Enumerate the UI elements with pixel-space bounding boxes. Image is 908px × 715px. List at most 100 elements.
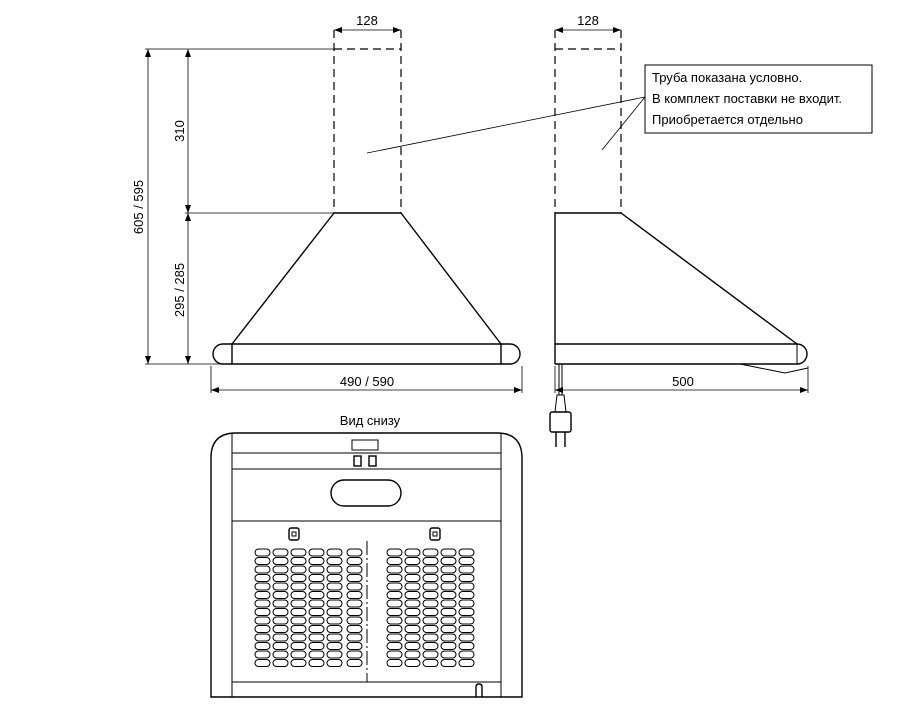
bottom-view: Вид снизу: [210, 413, 523, 698]
grille-slot: [422, 591, 439, 599]
grille-slot: [346, 565, 363, 574]
power-plug: [549, 364, 572, 447]
grille-slot: [404, 591, 421, 599]
grille-slot: [254, 633, 271, 642]
grille-slot: [272, 659, 289, 667]
grille-slot: [386, 574, 403, 582]
grille-slot: [404, 608, 421, 616]
grille-slot: [404, 650, 421, 659]
grille-slot: [440, 591, 457, 599]
grille-slot: [308, 565, 325, 574]
latch-right-body: [429, 527, 441, 541]
grille-slot: [346, 548, 363, 557]
grille-slot: [254, 548, 271, 557]
grille-slot: [404, 599, 421, 608]
grille-slot: [272, 650, 289, 659]
note-line-3: Приобретается отдельно: [652, 112, 803, 127]
grille-slot: [308, 650, 325, 659]
grille-slot: [422, 582, 439, 591]
grille-slot: [386, 659, 403, 667]
bottom-outline: [210, 432, 523, 698]
grille-slot: [422, 633, 439, 642]
grille-slot: [440, 565, 457, 574]
grille-slot: [290, 659, 307, 667]
grille-slot: [404, 565, 421, 574]
grille-slot: [422, 599, 439, 608]
grille-slot: [458, 659, 475, 667]
grille-slot: [346, 642, 363, 650]
plug-body: [549, 411, 572, 433]
grille-slot: [254, 591, 271, 599]
grille-slot: [440, 633, 457, 642]
grille-slot: [308, 608, 325, 616]
dim-body-height-label: 295 / 285: [172, 263, 187, 317]
grille-slot: [326, 591, 343, 599]
grille-slot: [346, 591, 363, 599]
grille-slot: [254, 650, 271, 659]
plug-neck: [554, 394, 567, 413]
grille-slot: [308, 582, 325, 591]
grille-slot: [440, 557, 457, 565]
grille-slot: [440, 548, 457, 557]
grille-slot: [386, 608, 403, 616]
grille-slot: [254, 565, 271, 574]
grille-slot: [290, 582, 307, 591]
grille-slot: [422, 642, 439, 650]
grille-slot: [254, 582, 271, 591]
grille-slot: [326, 616, 343, 625]
grille-slot: [326, 625, 343, 633]
grille-slot: [254, 557, 271, 565]
grille-slot: [290, 625, 307, 633]
grille-slot: [326, 642, 343, 650]
grille-slot: [458, 633, 475, 642]
grille-slot: [440, 608, 457, 616]
grille-slot: [458, 591, 475, 599]
grille-slot: [272, 633, 289, 642]
grille-slot: [272, 608, 289, 616]
grille-slot: [440, 642, 457, 650]
grille-slot: [326, 557, 343, 565]
grille-slot: [308, 557, 325, 565]
grille-slot: [290, 633, 307, 642]
dim-pipe-width-side-label: 128: [577, 13, 599, 28]
leader-line-side: [601, 96, 646, 151]
grille-slot: [346, 599, 363, 608]
grille-slot: [290, 599, 307, 608]
grille-slot: [386, 548, 403, 557]
dim-pipe-width-front-label: 128: [356, 13, 378, 28]
grille-slot: [458, 599, 475, 608]
grille-slot: [440, 599, 457, 608]
grille-slot: [404, 625, 421, 633]
hood-bottom-strip: [231, 343, 502, 365]
grille-slot: [308, 599, 325, 608]
grille-slot: [272, 591, 289, 599]
grille-slot: [386, 616, 403, 625]
grille-slot: [326, 650, 343, 659]
grille-slot: [346, 625, 363, 633]
grille-slot: [346, 608, 363, 616]
grille-slot: [422, 548, 439, 557]
grille-slot: [422, 557, 439, 565]
switch-right: [368, 455, 377, 467]
grille-slot: [458, 616, 475, 625]
grille-slot: [326, 548, 343, 557]
grille-slot: [404, 574, 421, 582]
grille-slot: [422, 565, 439, 574]
grille-slot: [422, 574, 439, 582]
grille-slot: [440, 616, 457, 625]
grille-slot: [272, 616, 289, 625]
grille-slot: [272, 582, 289, 591]
grille-slot: [386, 650, 403, 659]
grille-slot: [386, 565, 403, 574]
latch-left-body: [288, 527, 300, 541]
grille-slot: [272, 625, 289, 633]
grille-slot: [404, 642, 421, 650]
grille-slot: [290, 608, 307, 616]
grille-slot: [290, 650, 307, 659]
grille-slot: [404, 557, 421, 565]
grille-slot: [346, 650, 363, 659]
side-hood-slope: [620, 212, 798, 345]
grille-slot: [458, 574, 475, 582]
grille-slot: [254, 599, 271, 608]
